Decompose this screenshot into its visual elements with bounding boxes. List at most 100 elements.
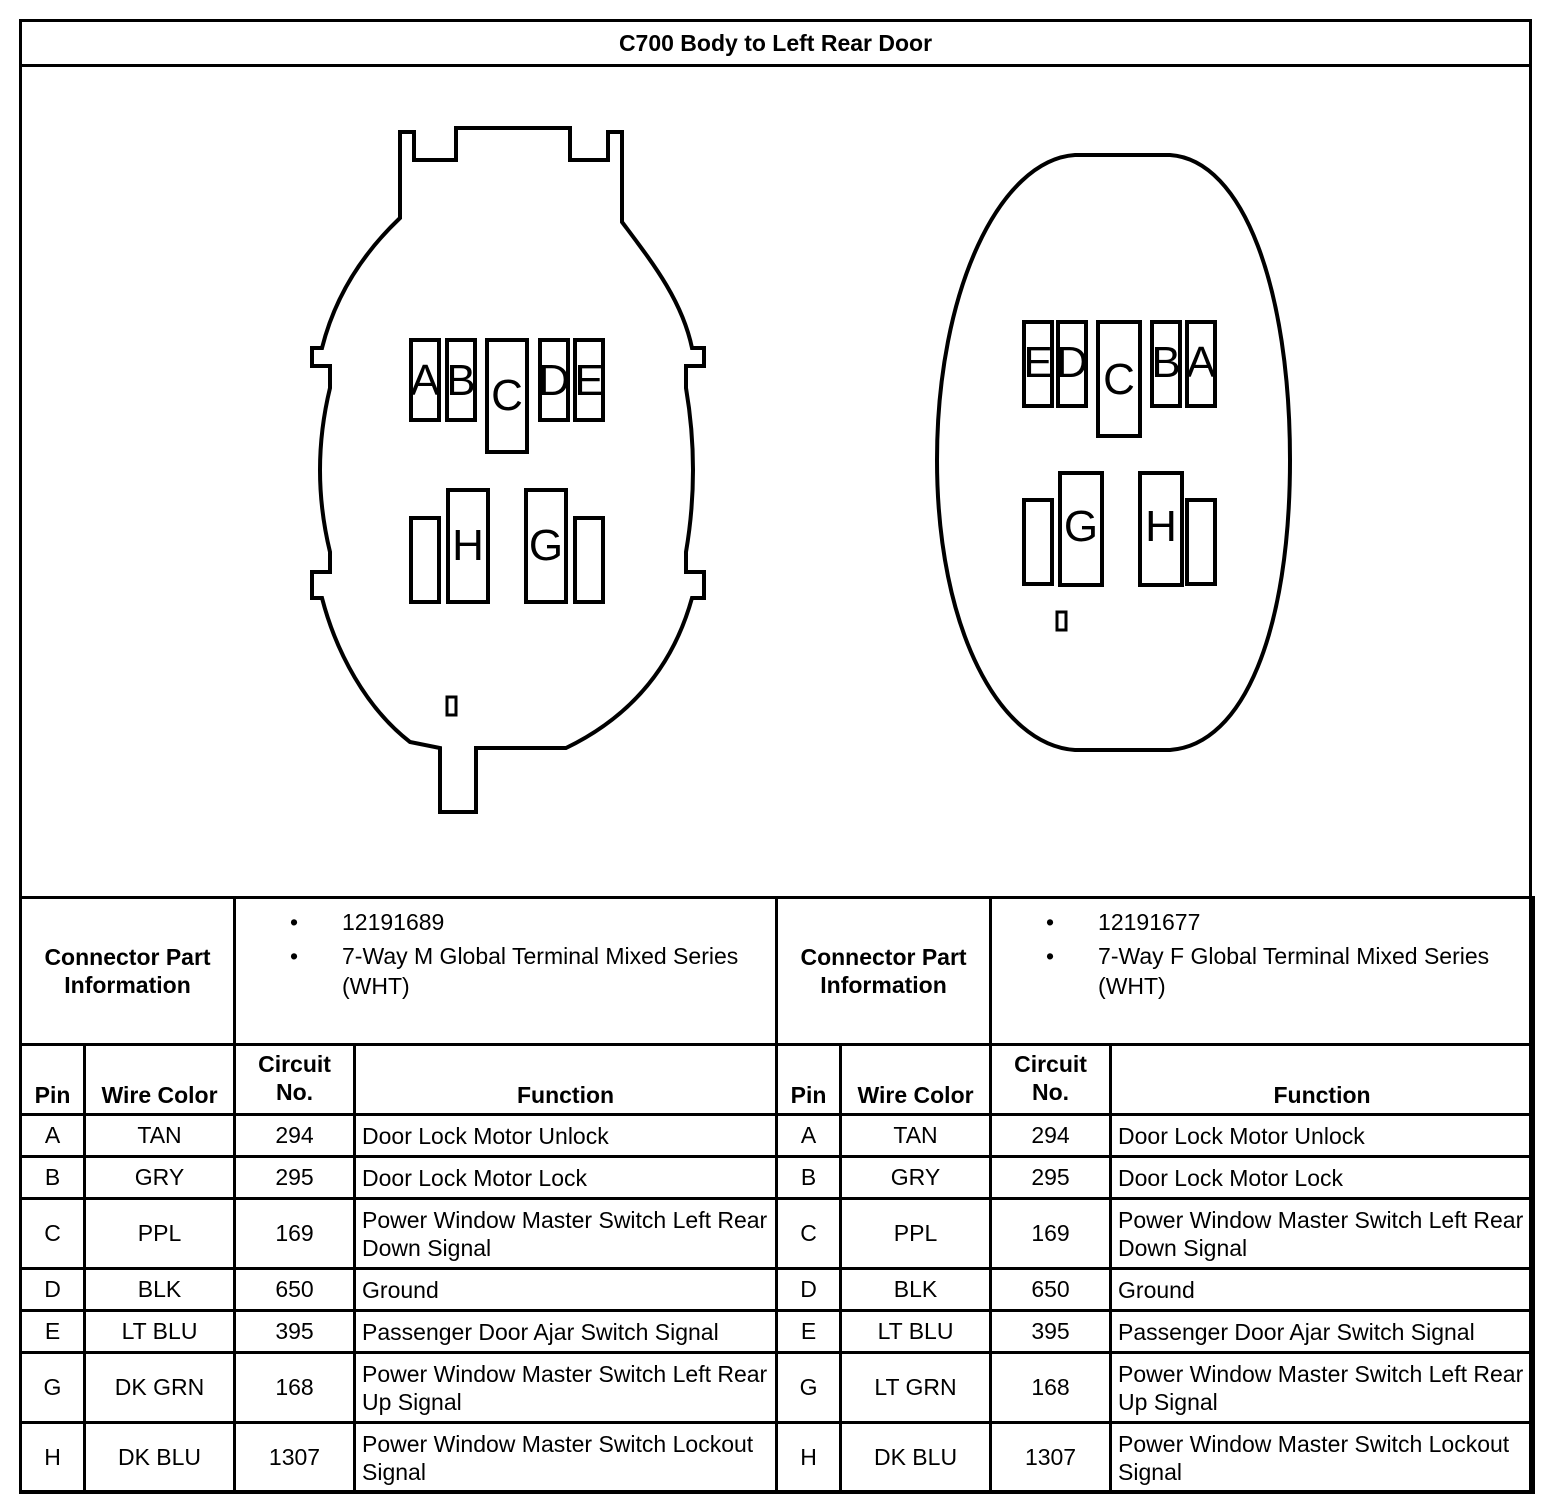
male-cavity-empty	[409, 516, 441, 604]
header-pin: Pin	[19, 1043, 86, 1116]
connector-2-part-label: Connector Part Information	[775, 896, 993, 1046]
pin-pin-cell: G	[775, 1351, 843, 1424]
header-wire-color: Wire Color	[82, 1043, 237, 1116]
header-function-2: Function	[1109, 1043, 1536, 1116]
pin-function-cell: Passenger Door Ajar Switch Signal	[353, 1309, 779, 1354]
pin-circuit-cell: 395	[233, 1309, 357, 1354]
male-cavity	[445, 338, 477, 422]
pin-color-cell: PPL	[839, 1197, 993, 1270]
male-locator-key	[445, 695, 458, 717]
connector-2-description: 7-Way F Global Terminal Mixed Series (WH…	[1046, 941, 1526, 1001]
pin-circuit-cell: 169	[233, 1197, 357, 1270]
male-cavity	[573, 338, 605, 422]
pin-color-cell: DK BLU	[82, 1421, 237, 1494]
pin-pin-cell: B	[775, 1155, 843, 1200]
pin-color-cell: PPL	[82, 1197, 237, 1270]
connector-1-part-info: 12191689 7-Way M Global Terminal Mixed S…	[233, 896, 779, 1046]
female-locator-key	[1055, 610, 1068, 632]
male-cavity-label: D	[538, 356, 570, 405]
female-cavity	[1150, 320, 1182, 408]
pin-pin-cell: C	[19, 1197, 86, 1270]
pin-circuit-cell: 294	[989, 1113, 1113, 1158]
male-cavity-empty	[573, 516, 605, 604]
female-cavity-label: H	[1145, 502, 1177, 551]
header-circuit: Circuit No.	[233, 1043, 357, 1116]
pin-pin-cell: B	[19, 1155, 86, 1200]
female-cavity-label: E	[1023, 338, 1052, 387]
male-cavity	[538, 338, 570, 422]
male-cavity	[524, 488, 568, 604]
pin-color-cell: LT BLU	[82, 1309, 237, 1354]
female-cavity-label: B	[1151, 338, 1180, 387]
connector-2-part-info: 12191677 7-Way F Global Terminal Mixed S…	[989, 896, 1536, 1046]
pin-function-cell: Power Window Master Switch Lockout Signa…	[1109, 1421, 1536, 1494]
pin-function-cell: Door Lock Motor Unlock	[1109, 1113, 1536, 1158]
male-cavity-label: B	[446, 356, 475, 405]
pin-pin-cell: H	[775, 1421, 843, 1494]
header-pin-2: Pin	[775, 1043, 843, 1116]
pin-color-cell: GRY	[839, 1155, 993, 1200]
pin-color-cell: DK GRN	[82, 1351, 237, 1424]
pin-pin-cell: E	[775, 1309, 843, 1354]
male-cavity-label: C	[491, 371, 523, 420]
pin-function-cell: Door Lock Motor Lock	[353, 1155, 779, 1200]
pin-color-cell: GRY	[82, 1155, 237, 1200]
female-cavity	[1096, 320, 1142, 438]
pin-color-cell: BLK	[839, 1267, 993, 1312]
male-cavity	[409, 338, 441, 422]
pin-pin-cell: D	[775, 1267, 843, 1312]
pin-pin-cell: E	[19, 1309, 86, 1354]
pin-pin-cell: D	[19, 1267, 86, 1312]
pin-color-cell: TAN	[82, 1113, 237, 1158]
header-circuit-2: Circuit No.	[989, 1043, 1113, 1116]
pin-circuit-cell: 1307	[989, 1421, 1113, 1494]
pin-function-cell: Power Window Master Switch Left Rear Dow…	[353, 1197, 779, 1270]
pin-pin-cell: H	[19, 1421, 86, 1494]
pin-circuit-cell: 295	[233, 1155, 357, 1200]
female-cavity	[1022, 320, 1054, 408]
pin-circuit-cell: 294	[233, 1113, 357, 1158]
table-header-row: Pin Wire Color Circuit No. Function Pin …	[19, 1043, 1536, 1116]
sheet-title: C700 Body to Left Rear Door	[22, 22, 1529, 67]
male-cavity	[446, 488, 490, 604]
pin-function-cell: Power Window Master Switch Lockout Signa…	[353, 1421, 779, 1494]
pin-function-cell: Door Lock Motor Unlock	[353, 1113, 779, 1158]
female-cavity-label: A	[1186, 338, 1216, 387]
male-connector-outline	[310, 126, 706, 814]
pin-color-cell: BLK	[82, 1267, 237, 1312]
connector-1-description: 7-Way M Global Terminal Mixed Series (WH…	[290, 941, 769, 1001]
male-cavity-label: G	[529, 521, 563, 570]
pin-circuit-cell: 295	[989, 1155, 1113, 1200]
pin-color-cell: LT BLU	[839, 1309, 993, 1354]
pin-circuit-cell: 168	[989, 1351, 1113, 1424]
female-cavity-label: C	[1103, 355, 1135, 404]
pinout-table: Connector Part Information 12191689 7-Wa…	[18, 896, 1536, 1494]
pin-circuit-cell: 395	[989, 1309, 1113, 1354]
pin-circuit-cell: 650	[989, 1267, 1113, 1312]
connector-2-part-number: 12191677	[1046, 907, 1526, 937]
pin-function-cell: Ground	[1109, 1267, 1536, 1312]
female-connector-outline	[934, 153, 1293, 752]
female-cavity	[1138, 471, 1184, 587]
pin-color-cell: TAN	[839, 1113, 993, 1158]
pin-pin-cell: A	[19, 1113, 86, 1158]
female-cavity	[1056, 320, 1088, 408]
female-cavity-empty	[1022, 498, 1054, 586]
pin-function-cell: Power Window Master Switch Left Rear Dow…	[1109, 1197, 1536, 1270]
pin-pin-cell: G	[19, 1351, 86, 1424]
connector-1-part-number: 12191689	[290, 907, 769, 937]
pin-function-cell: Door Lock Motor Lock	[1109, 1155, 1536, 1200]
pin-color-cell: DK BLU	[839, 1421, 993, 1494]
female-cavity	[1185, 320, 1217, 408]
pin-circuit-cell: 650	[233, 1267, 357, 1312]
pin-function-cell: Power Window Master Switch Left Rear Up …	[1109, 1351, 1536, 1424]
male-cavity-label: A	[410, 356, 440, 405]
female-cavity-label: D	[1056, 338, 1088, 387]
